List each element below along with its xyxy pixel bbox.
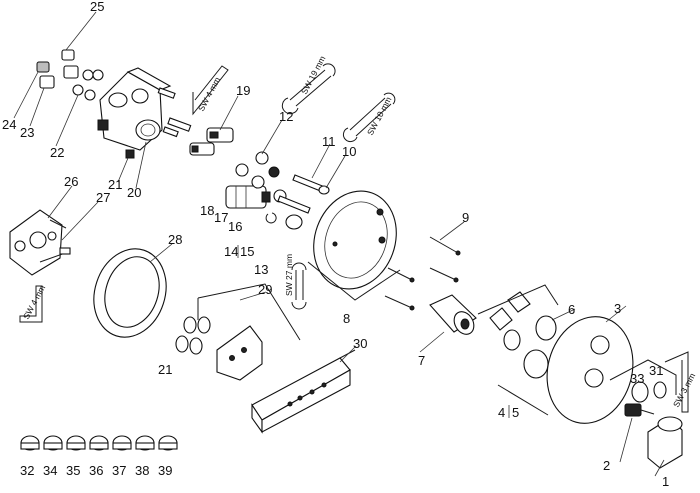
callout-8: 8: [343, 311, 350, 326]
label-sw10: SW 10 mm: [365, 95, 394, 137]
callout-24: 24: [2, 117, 16, 132]
callout-4: 4: [498, 405, 505, 420]
callout-33: 33: [630, 371, 644, 386]
callout-16: 16: [228, 219, 242, 234]
callout-27: 27: [96, 190, 110, 205]
callout-32: 32: [20, 463, 34, 478]
body-screws: [157, 87, 192, 138]
wrench-sw19: [281, 63, 336, 115]
cap-38: [135, 435, 155, 451]
disc-8: [307, 190, 401, 301]
label-sw19: SW 19 mm: [299, 54, 328, 96]
callout-38: 38: [135, 463, 149, 478]
allen-key-top: [192, 65, 229, 116]
callout-23: 23: [20, 125, 34, 140]
callout-20: 20: [127, 185, 141, 200]
label-sw4-left: SW 4 mm: [21, 283, 47, 321]
callout-37: 37: [112, 463, 126, 478]
knob-1: [647, 416, 683, 469]
callout-19: 19: [236, 83, 250, 98]
callout-3: 3: [614, 301, 621, 316]
callout-14: 14: [224, 244, 238, 259]
callout-15: 15: [240, 244, 254, 259]
bracket-29: [197, 283, 301, 381]
caps-row: [20, 435, 178, 451]
valve-body: [97, 67, 172, 159]
callout-9: 9: [462, 210, 469, 225]
cap-39: [158, 435, 178, 451]
wrench-sw10: [342, 92, 396, 143]
cartridge-16-18: [225, 151, 287, 209]
callout-36: 36: [89, 463, 103, 478]
callout-11: 11: [322, 134, 336, 149]
callout-7: 7: [418, 353, 425, 368]
allen-key-left: [19, 285, 43, 323]
callout-22: 22: [50, 145, 64, 160]
callout-25: 25: [90, 0, 104, 14]
callout-21b: 21: [158, 362, 172, 377]
part-2: [624, 403, 655, 417]
parts-31-33: [609, 359, 677, 403]
screws-9: [384, 236, 461, 311]
rail-30: [251, 349, 356, 434]
wrench-sw27: [291, 262, 307, 310]
cap-32: [20, 435, 40, 451]
callout-18: 18: [200, 203, 214, 218]
callout-5: 5: [512, 405, 519, 420]
leader-lines: [13, 11, 665, 477]
cap-36: [89, 435, 109, 451]
callout-39: 39: [158, 463, 172, 478]
callout-29: 29: [258, 282, 272, 297]
o-rings-21: [175, 316, 211, 355]
callout-1: 1: [662, 474, 669, 489]
callout-2: 2: [603, 458, 610, 473]
callout-6: 6: [568, 302, 575, 317]
ring-28: [93, 248, 167, 338]
callout-34: 34: [43, 463, 57, 478]
callout-12: 12: [279, 109, 293, 124]
cartridge-19: [189, 127, 234, 156]
label-sw27: SW 27 mm: [284, 254, 294, 296]
callout-17: 17: [214, 210, 228, 225]
callout-13: 13: [254, 262, 268, 277]
callout-35: 35: [66, 463, 80, 478]
part-25-cartridges: [36, 49, 104, 101]
callout-28: 28: [168, 232, 182, 247]
module-26: [9, 209, 71, 276]
cap-37: [112, 435, 132, 451]
label-sw3: SW 3 mm: [671, 371, 697, 409]
cap-34: [43, 435, 63, 451]
separator-marks: [237, 245, 510, 418]
callout-31: 31: [649, 363, 663, 378]
sleeve-7: [429, 294, 477, 335]
callout-26: 26: [64, 174, 78, 189]
allen-key-sw3: [664, 351, 689, 413]
callout-21: 21: [108, 177, 122, 192]
cap-35: [66, 435, 86, 451]
spindle-11: [265, 174, 330, 230]
callout-30: 30: [353, 336, 367, 351]
part-6-nuts: [477, 284, 559, 379]
callout-10: 10: [342, 144, 356, 159]
trim-plate-4-5: [497, 316, 634, 424]
callout-labels: 1 2 3 4 5 6 7 8 9 10 11 12 13 14 15 16 1…: [2, 0, 669, 489]
